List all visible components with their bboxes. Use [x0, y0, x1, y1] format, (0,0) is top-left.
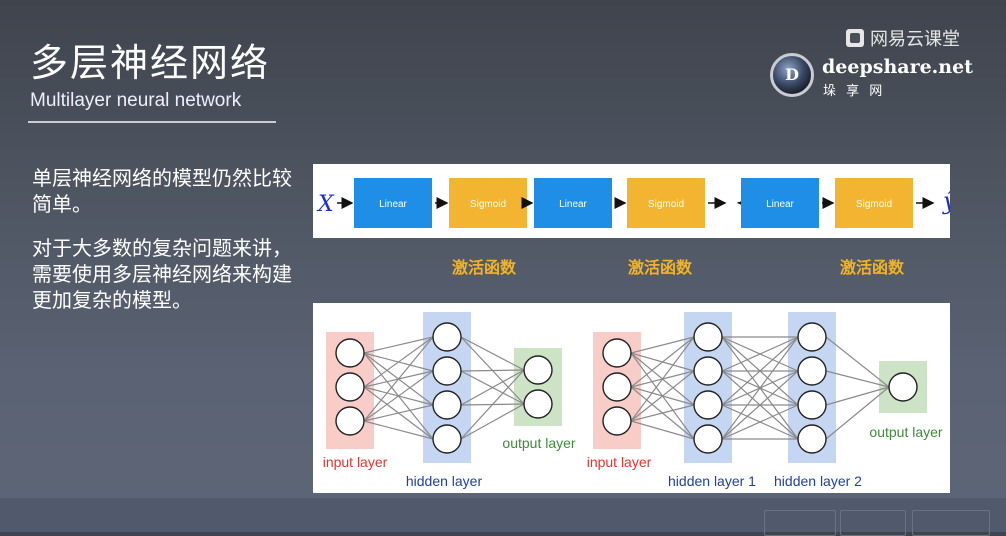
net1-hidden-layer-label: hidden layer [406, 473, 483, 489]
pipeline-block-label-1: Linear [379, 199, 407, 210]
pipeline-block-label-2: Sigmoid [470, 199, 506, 210]
net2-connection [721, 336, 799, 372]
net1-neuron [432, 424, 462, 454]
deepshare-brand-name: deepshare.net [822, 56, 973, 78]
net2-neuron [693, 322, 723, 352]
net2-connection [825, 386, 890, 440]
deepshare-logo-icon: D [770, 53, 814, 97]
netease-brand: 网易云课堂 [846, 25, 960, 51]
pipeline-svg: XLinearSigmoidLinearSigmoid···LinearSigm… [316, 178, 957, 228]
activation-label-3: 激活函数 [840, 258, 905, 277]
pipeline-input-symbol: X [316, 192, 335, 217]
net2-connection [630, 336, 695, 422]
mlp-svg: input layer hidden layer output layer input… [323, 312, 943, 489]
net1-neuron [335, 406, 365, 436]
net2-neuron [602, 338, 632, 368]
net1-connection [363, 336, 434, 388]
control-button-1[interactable] [764, 510, 836, 536]
bottom-toolbar [0, 498, 1006, 532]
pipeline-block-label-3: Linear [559, 199, 587, 210]
net2-neuron [888, 372, 918, 402]
net2-neuron [602, 372, 632, 402]
pipeline-block-label-5: Linear [766, 199, 794, 210]
activation-label-2: 激活函数 [628, 258, 693, 277]
pipeline-block-5 [741, 178, 819, 228]
net2-connection [630, 370, 695, 422]
net2-connection [825, 386, 890, 406]
net1-neuron [523, 389, 553, 419]
net2-connection [825, 336, 890, 388]
net2-connection [630, 404, 695, 422]
net2-neuron [797, 424, 827, 454]
net2-connection [630, 336, 695, 388]
net1-neuron [432, 322, 462, 352]
net1-neuron [335, 338, 365, 368]
net2-neuron [602, 406, 632, 436]
net1-neuron [523, 355, 553, 385]
net2-neuron [797, 356, 827, 386]
net1-connection [460, 369, 525, 406]
net2-connection [825, 370, 890, 388]
net1-output-layer-label: output layer [502, 435, 575, 451]
mlp-diagram: input layer hidden layer output layer input… [313, 303, 950, 493]
slide-subtitle: Multilayer neural network [30, 90, 242, 111]
net2-connection [721, 336, 799, 440]
pipeline-block-label-6: Sigmoid [856, 199, 892, 210]
net2-neuron [693, 356, 723, 386]
net1-connection [363, 336, 434, 422]
net2-hidden-layer-2-label: hidden layer 2 [774, 473, 862, 489]
net1-connection [460, 369, 525, 372]
net2-hidden-layer-1-label: hidden layer 1 [668, 473, 756, 489]
activation-label-1: 激活函数 [452, 258, 517, 277]
net2-neuron [797, 390, 827, 420]
control-button-3[interactable] [912, 510, 990, 536]
title-underline [28, 121, 276, 123]
net2-connection [630, 420, 695, 440]
net2-neuron [693, 390, 723, 420]
net1-connection [460, 336, 525, 371]
net1-input-layer-label: input layer [323, 454, 388, 470]
net1-connection [363, 370, 434, 422]
net2-neuron [693, 424, 723, 454]
net2-connection [721, 336, 799, 406]
deepshare-brand-cn: 垛 享 网 [823, 84, 886, 99]
paragraph-2: 对于大多数的复杂问题来讲，需要使用多层神经网络来构建更加复杂的模型。 [32, 236, 292, 312]
netease-logo-icon [846, 29, 864, 47]
pipeline-output-symbol: ŷ [942, 187, 950, 215]
net2-input-layer-label: input layer [587, 454, 652, 470]
pipeline-block-6 [835, 178, 913, 228]
net1-neuron [432, 356, 462, 386]
paragraph-1: 单层神经网络的模型仍然比较简单。 [32, 166, 292, 216]
net2-output-layer-label: output layer [869, 424, 942, 440]
net1-neuron [335, 372, 365, 402]
net2-neuron [797, 322, 827, 352]
net1-neuron [432, 390, 462, 420]
pipeline-block-1 [354, 178, 432, 228]
net1-connection [363, 336, 434, 354]
net1-connection [460, 369, 525, 440]
pipeline-block-3 [534, 178, 612, 228]
pipeline-block-2 [449, 178, 527, 228]
net2-connection [721, 404, 799, 440]
slide-title: 多层神经网络 [30, 41, 271, 85]
net2-connection [630, 336, 695, 354]
net1-connection [460, 403, 525, 440]
net2-connection [721, 370, 799, 440]
net1-connection [363, 404, 434, 422]
netease-brand-text: 网易云课堂 [870, 29, 960, 50]
pipeline-diagram: XLinearSigmoidLinearSigmoid···LinearSigm… [313, 164, 957, 238]
control-button-2[interactable] [840, 510, 906, 536]
pipeline-block-label-4: Sigmoid [648, 199, 684, 210]
pipeline-block-4 [627, 178, 705, 228]
net1-connection [363, 420, 434, 440]
